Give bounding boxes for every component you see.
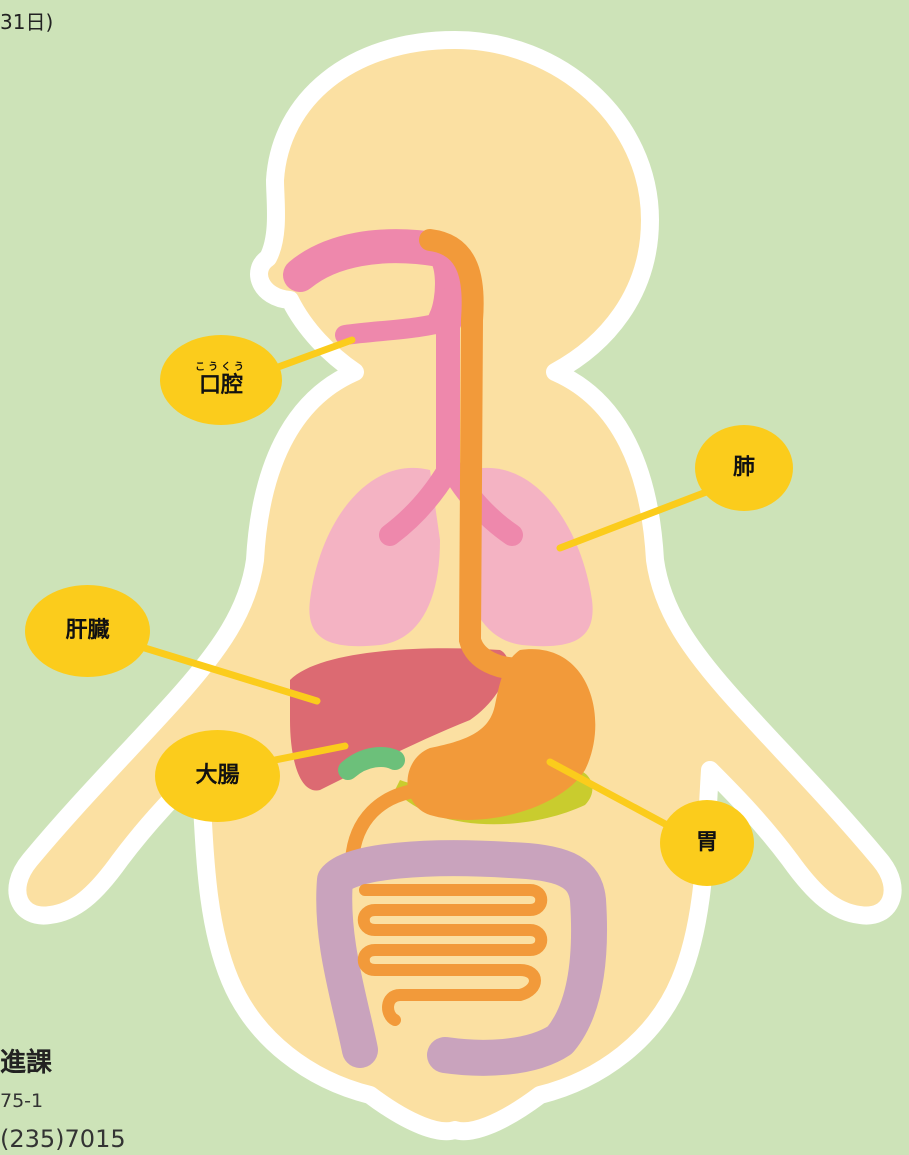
department-name: 進課 xyxy=(0,1042,52,1079)
phone-text: (235)7015 xyxy=(0,1125,126,1153)
address-text: 75-1 xyxy=(0,1090,43,1112)
stomach-label: 胃 xyxy=(660,800,754,886)
large-intestine-label: 大腸 xyxy=(155,730,280,822)
mouth-label-text: 口腔 xyxy=(199,375,243,397)
mouth-label: こうくう 口腔 xyxy=(160,335,282,425)
stomach-label-text: 胃 xyxy=(696,832,718,854)
liver-label: 肝臓 xyxy=(25,585,150,677)
lungs-label: 肺 xyxy=(695,425,793,511)
date-text: 31日) xyxy=(0,6,53,35)
large-intestine-label-text: 大腸 xyxy=(195,765,239,787)
liver-label-text: 肝臓 xyxy=(65,620,109,642)
lungs-label-text: 肺 xyxy=(733,457,755,479)
small-intestine-organ xyxy=(364,890,542,1020)
mouth-ruby: こうくう xyxy=(195,363,247,373)
